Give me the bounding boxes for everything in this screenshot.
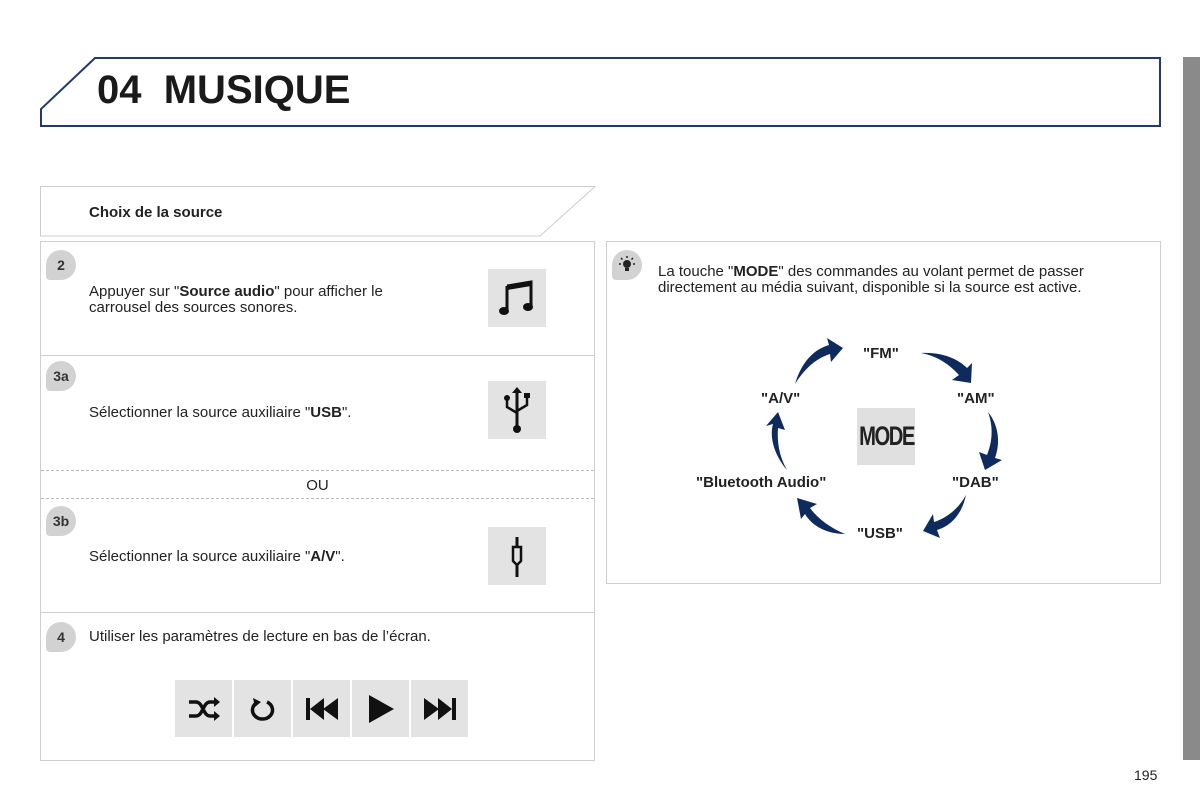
cycle-item-usb: "USB" — [857, 525, 903, 542]
tip-lightbulb-icon — [612, 250, 642, 280]
shuffle-icon — [175, 680, 232, 737]
chapter-header-frame — [40, 57, 1161, 127]
cycle-item-fm: "FM" — [863, 345, 899, 362]
step-text: Utiliser les paramètres de lecture en ba… — [89, 628, 431, 645]
mode-button: MODE — [857, 408, 915, 465]
playback-controls — [175, 680, 468, 737]
step-text: Sélectionner la source auxiliaire "A/V". — [89, 548, 345, 565]
tip-text: La touche "MODE" des commandes au volant… — [658, 263, 1084, 296]
cycle-item-am: "AM" — [957, 390, 995, 407]
mode-tip-panel: La touche "MODE" des commandes au volant… — [606, 241, 1161, 584]
jack-plug-icon — [488, 527, 546, 585]
arrow-fm-to-am — [921, 352, 972, 383]
or-separator: OU — [306, 477, 329, 494]
chapter-name: MUSIQUE — [163, 68, 351, 112]
arrow-av-to-fm — [795, 338, 843, 384]
play-icon — [352, 680, 409, 737]
arrow-usb-to-bt — [797, 498, 845, 534]
music-note-icon — [488, 269, 546, 327]
chapter-tab — [1183, 57, 1200, 760]
section-header-frame — [40, 186, 596, 237]
step-badge: 3b — [46, 506, 76, 536]
cycle-arrows — [766, 338, 1002, 538]
cycle-item-dab: "DAB" — [952, 474, 999, 491]
repeat-icon — [234, 680, 291, 737]
arrow-am-to-dab — [979, 412, 1002, 470]
arrow-bt-to-av — [766, 412, 787, 470]
step-badge: 2 — [46, 250, 76, 280]
section-title: Choix de la source — [89, 204, 223, 221]
chapter-number: 04 — [97, 68, 142, 112]
arrow-dab-to-usb — [923, 495, 966, 538]
next-icon — [411, 680, 468, 737]
chapter-title: 04 MUSIQUE — [97, 68, 350, 113]
usb-icon — [488, 381, 546, 439]
step-badge: 4 — [46, 622, 76, 652]
cycle-item-av: "A/V" — [761, 390, 801, 407]
previous-icon — [293, 680, 350, 737]
cycle-item-bluetooth: "Bluetooth Audio" — [696, 474, 827, 491]
steps-panel: 2 Appuyer sur "Source audio" pour affich… — [40, 241, 595, 761]
step-badge: 3a — [46, 361, 76, 391]
step-text: Appuyer sur "Source audio" pour afficher… — [89, 283, 383, 316]
step-text: Sélectionner la source auxiliaire "USB". — [89, 404, 352, 421]
page-number: 195 — [1134, 767, 1158, 783]
